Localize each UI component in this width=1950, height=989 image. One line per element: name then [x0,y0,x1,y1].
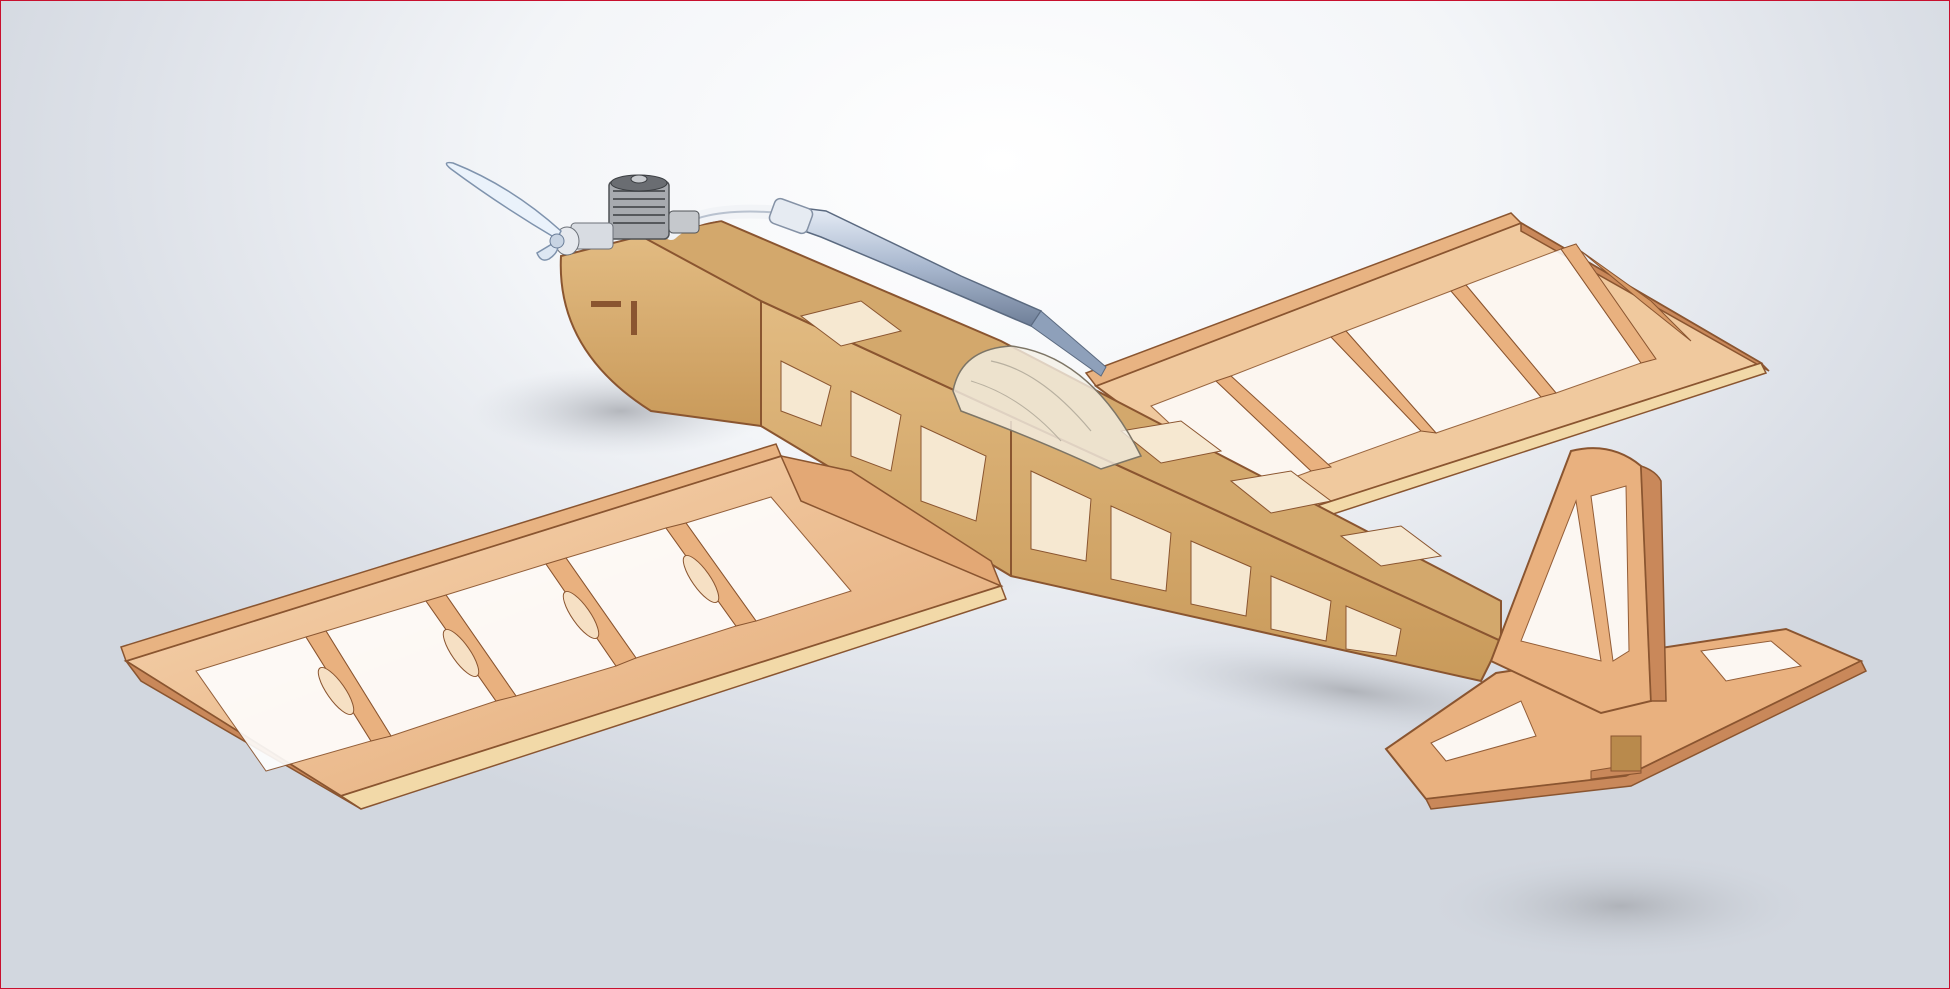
propeller[interactable] [445,161,565,261]
right-wing[interactable] [1084,212,1770,532]
engine[interactable] [554,174,700,256]
propeller-icon [445,161,565,261]
horizontal-stabilizer-icon [1384,627,1868,810]
left-wing[interactable] [120,443,1007,810]
balsa-wing-icon [1084,212,1770,532]
horizontal-stabilizer[interactable] [1384,627,1868,810]
balsa-wing-icon [120,443,1007,810]
canopy-icon [952,345,1143,470]
vertical-fin[interactable] [1489,447,1667,715]
glow-engine-icon [554,174,700,256]
canopy[interactable] [952,345,1143,470]
vertical-fin-icon [1489,447,1667,715]
